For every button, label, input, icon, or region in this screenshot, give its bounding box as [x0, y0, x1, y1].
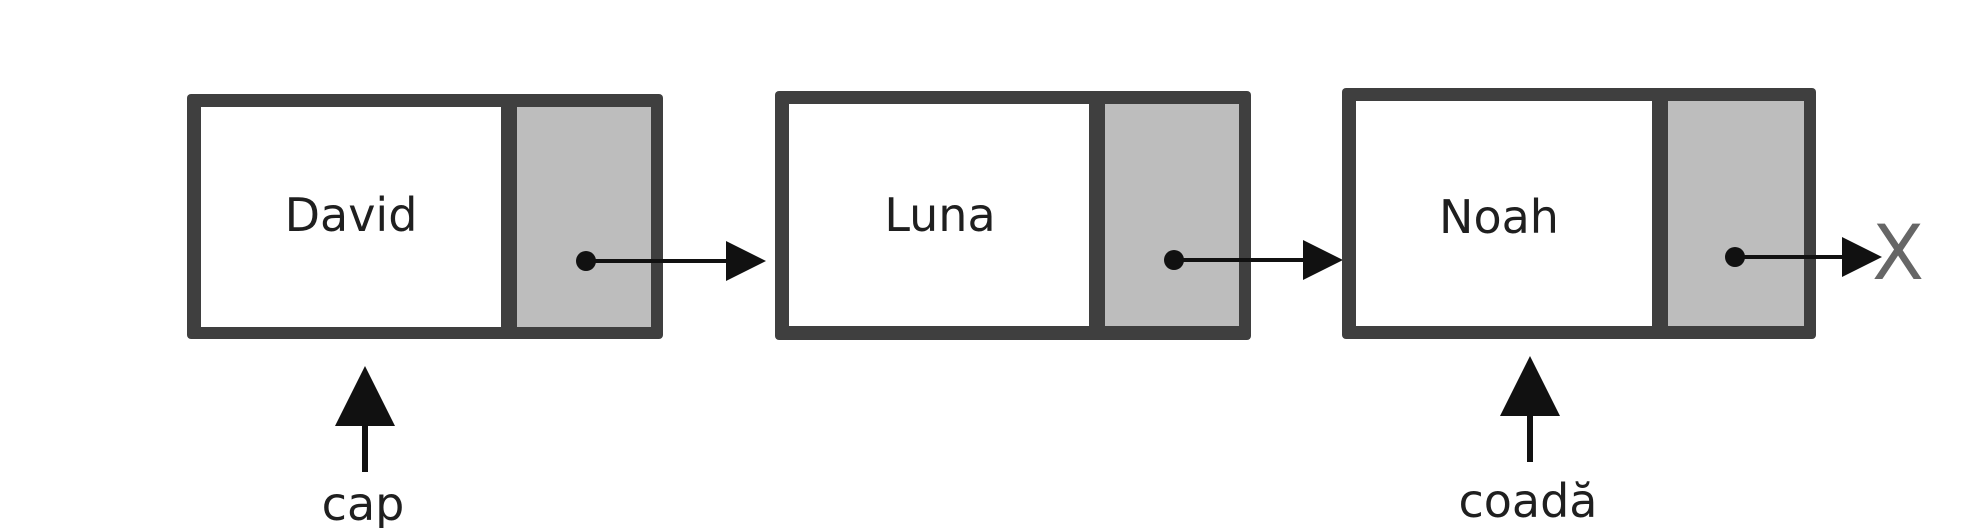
tail-pointer-label: coadă: [1458, 474, 1597, 528]
node-2-data-cell: [789, 104, 1089, 326]
null-marker: X: [1872, 208, 1924, 297]
node-3-next-cell: [1668, 101, 1804, 326]
node-3-data-cell: [1356, 101, 1652, 326]
node-2-next-cell: [1105, 104, 1239, 326]
node-3: Noah: [1342, 88, 1882, 339]
tail-pointer: coadă: [1458, 356, 1598, 528]
node-1: David: [187, 94, 766, 339]
head-pointer: cap: [322, 366, 405, 528]
node-2-label: Luna: [884, 188, 995, 242]
node-1-next-cell: [517, 107, 651, 327]
node-1-label: David: [285, 188, 418, 242]
node-3-label: Noah: [1439, 190, 1559, 244]
head-pointer-label: cap: [322, 477, 405, 528]
node-2: Luna: [775, 91, 1343, 340]
node-1-data-cell: [201, 107, 501, 327]
